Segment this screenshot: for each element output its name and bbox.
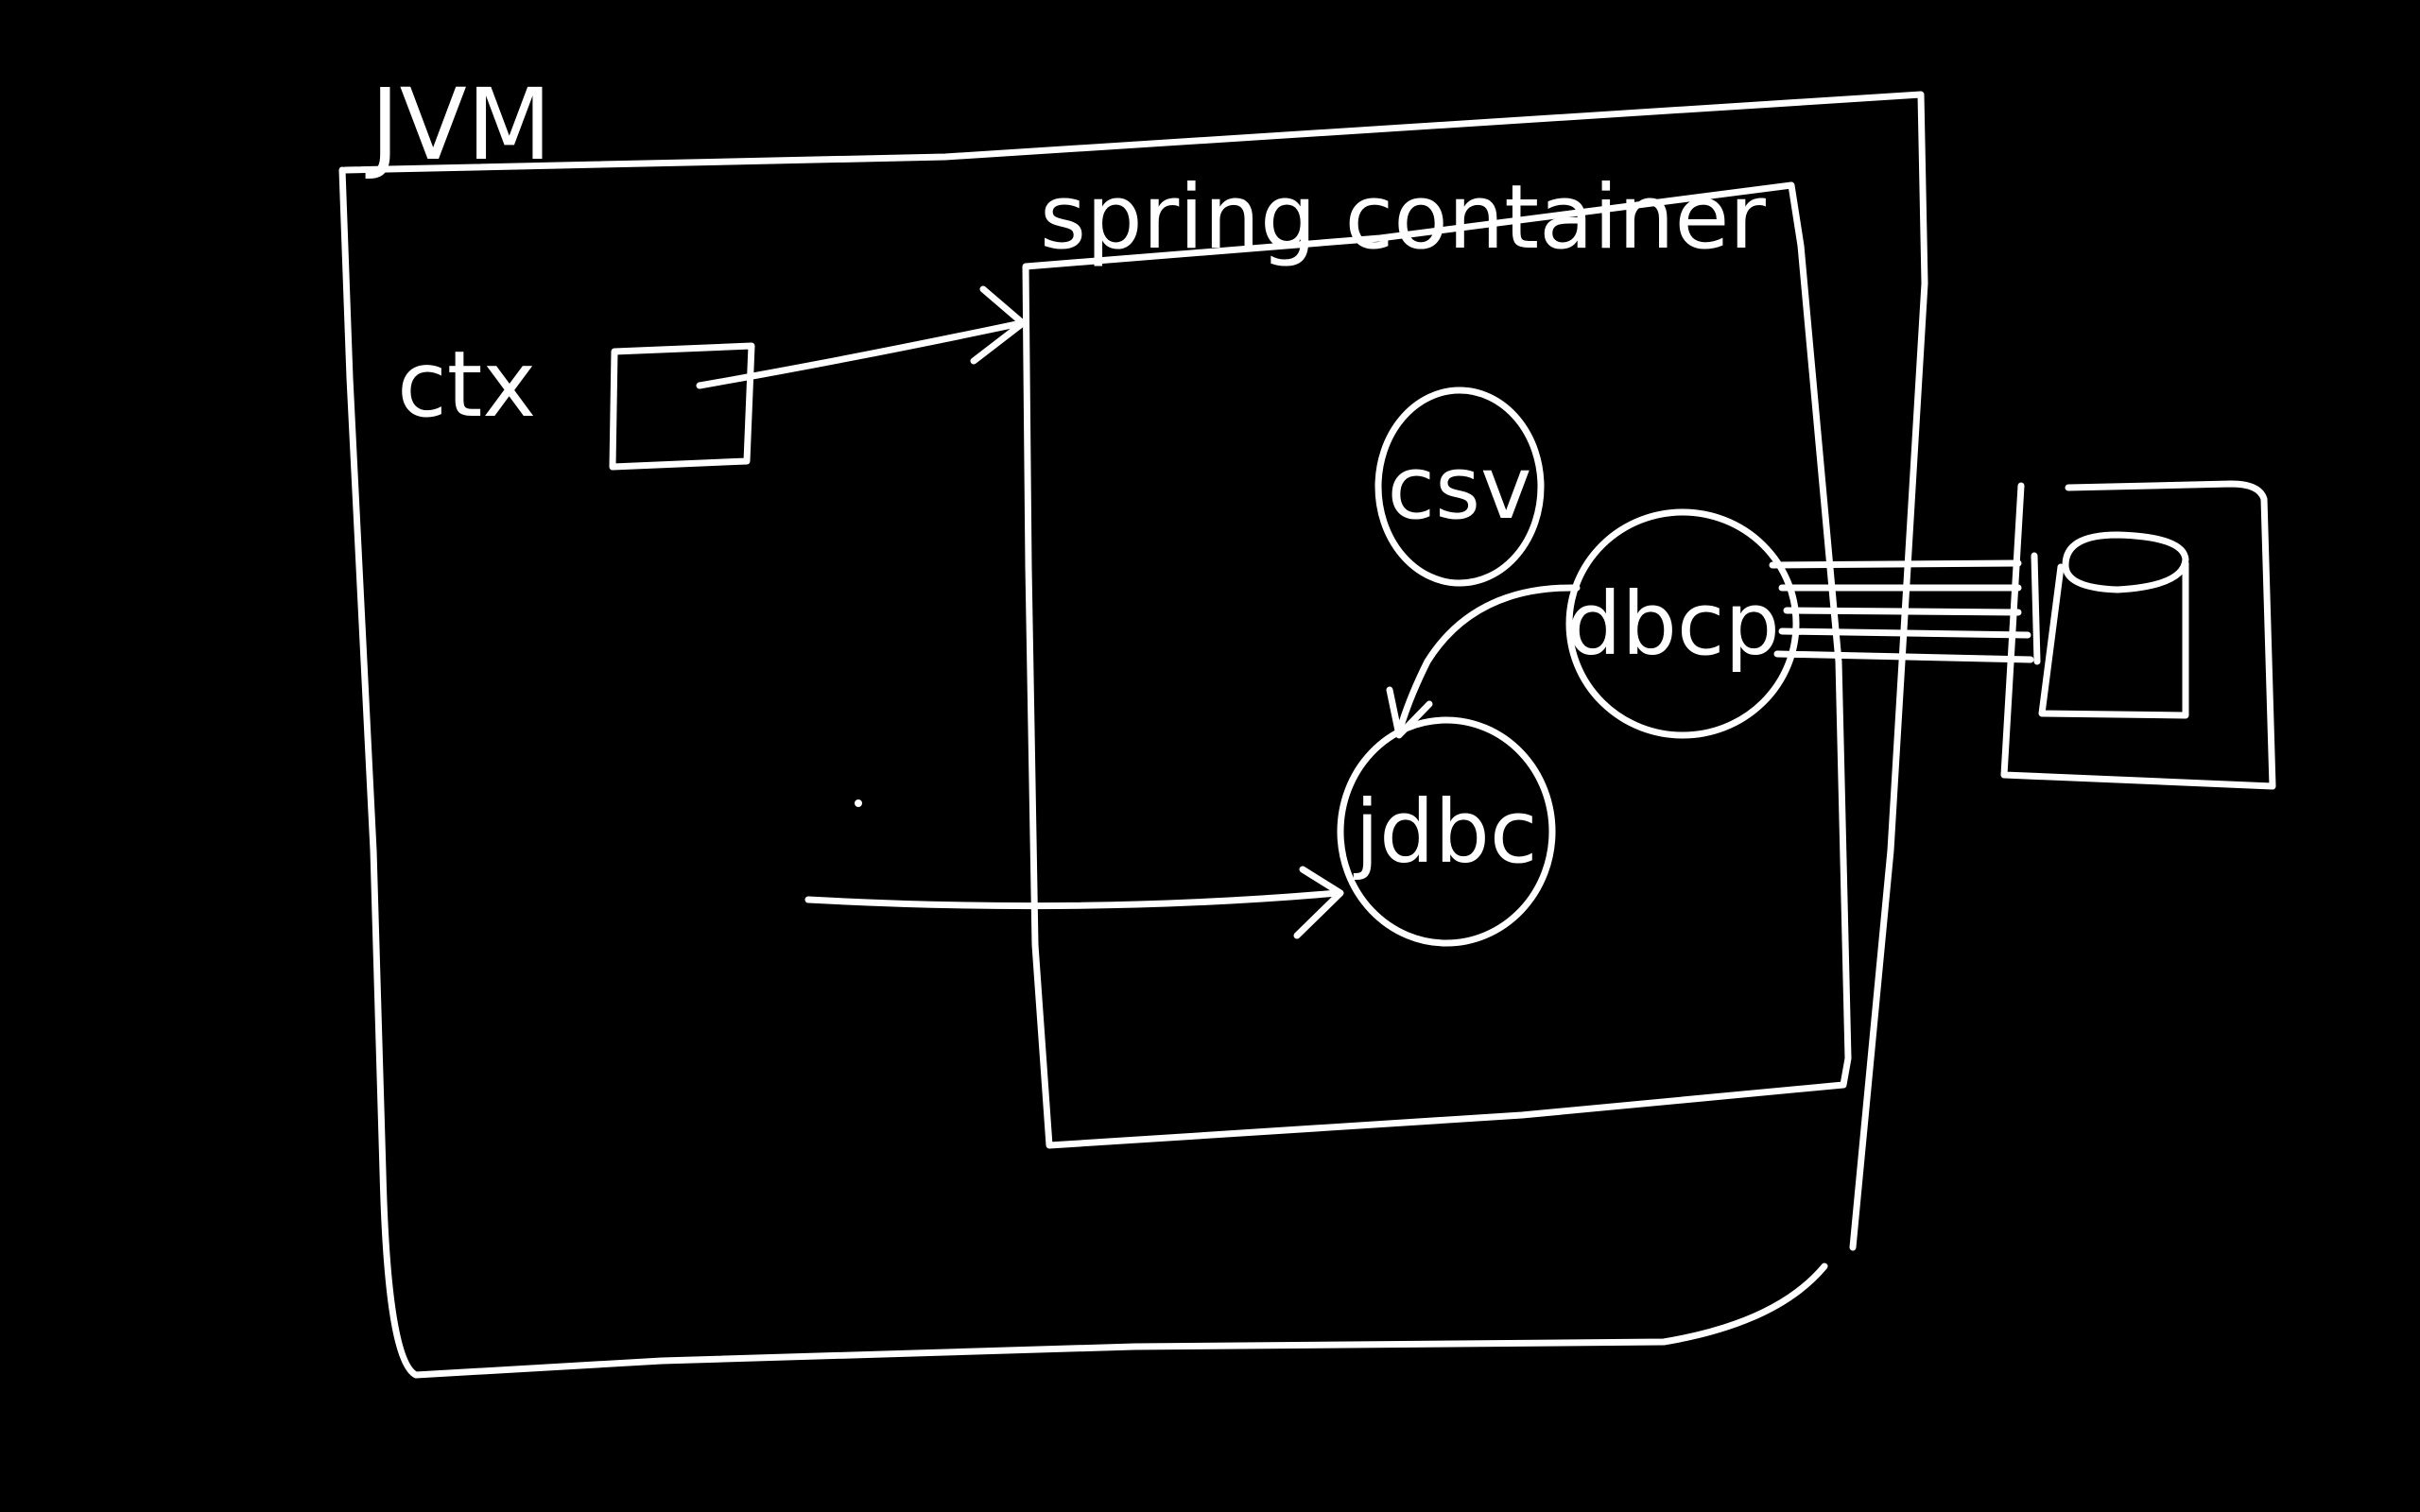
ctx-label: ctx [397,332,536,438]
jvm-label: JVM [365,67,552,182]
ctx-reference: ctx [397,332,755,471]
dbcp-node-label: dbcp [1566,574,1780,675]
csv-node-label: csv [1388,438,1532,539]
dbcp-to-jdbc-arrow [1386,584,1581,739]
ctx-box [609,342,755,471]
spring-container-box: spring container [1022,166,1852,1149]
incoming-jdbc-arrow [804,866,1344,939]
database-server [2000,480,2276,790]
database-cylinder-icon [2038,531,2189,719]
ctx-to-container-arrow [696,285,1027,389]
dbcp-node: dbcp [1565,508,1800,739]
jvm-box: JVM [338,67,1928,1379]
ink-dot [855,799,862,807]
csv-node: csv [1374,387,1545,587]
dbcp-connection-lines [1769,559,2034,663]
spring-container-label: spring container [1040,166,1766,269]
jdbc-node: jdbc [1337,716,1556,947]
jdbc-node-label: jdbc [1354,782,1538,883]
